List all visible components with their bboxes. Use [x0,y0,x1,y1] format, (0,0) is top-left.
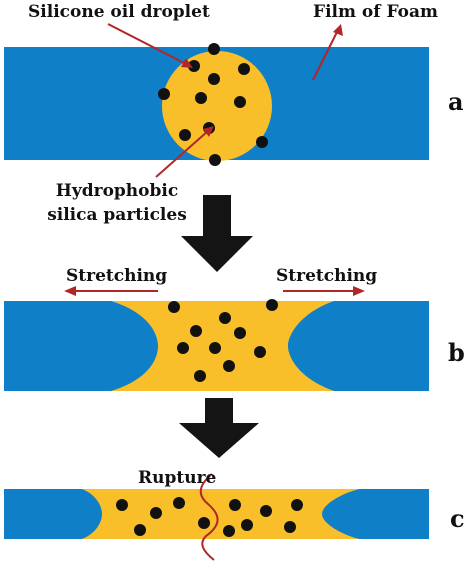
particle [194,370,206,382]
particle [266,299,278,311]
particle [238,63,250,75]
particles-label-line1: Hydrophobic [56,181,178,201]
oil-thread-c [82,489,359,539]
particle [190,325,202,337]
particle [134,524,146,536]
particle [188,60,200,72]
particles-pointer [155,130,209,178]
particle [208,43,220,55]
rupture-label: Rupture [138,468,217,488]
stretching-label-left: Stretching [66,266,167,286]
droplet-label: Silicone oil droplet [28,2,210,22]
particle [284,521,296,533]
particles-pointer-head [203,126,214,137]
particle [254,346,266,358]
silica-particles-b [168,299,278,382]
stretch-arrow-right-head [353,286,365,296]
film-pointer [312,29,339,81]
film-label: Film of Foam [313,2,438,22]
panel-b: Stretching Stretching b [4,266,465,391]
panel-letter-c: c [450,504,465,533]
particle [195,92,207,104]
particles-label-line2: silica particles [47,205,187,225]
particle [177,342,189,354]
particle [209,342,221,354]
film-pointer-head [333,24,343,36]
panel-a: Silicone oil droplet Film of Foam Hydrop… [4,2,464,225]
transition-arrow-1 [181,195,253,272]
particle [208,73,220,85]
stretching-label-right: Stretching [276,266,377,286]
droplet-pointer [107,23,187,65]
particle [173,497,185,509]
particle [256,136,268,148]
particle [229,499,241,511]
particle [260,505,272,517]
particle [223,525,235,537]
particle [168,301,180,313]
silicone-oil-droplet [162,51,272,161]
particle [223,360,235,372]
particle [291,499,303,511]
rupture-crack-line [199,473,219,561]
particle [179,129,191,141]
oil-bridge-b [111,301,334,391]
particle [241,519,253,531]
stretch-arrow-left-head [64,286,76,296]
particle [158,88,170,100]
panel-letter-b: b [448,338,465,367]
particle [209,154,221,166]
particle [219,312,231,324]
particle [198,517,210,529]
transition-arrow-2 [179,398,259,458]
particle [116,499,128,511]
droplet-pointer-head [181,58,193,68]
particle [234,327,246,339]
particle [234,96,246,108]
silica-particles-c [116,497,303,537]
panel-c: Rupture c [4,468,465,561]
particle [150,507,162,519]
panel-letter-a: a [448,87,464,116]
silica-particles-a [158,43,268,166]
